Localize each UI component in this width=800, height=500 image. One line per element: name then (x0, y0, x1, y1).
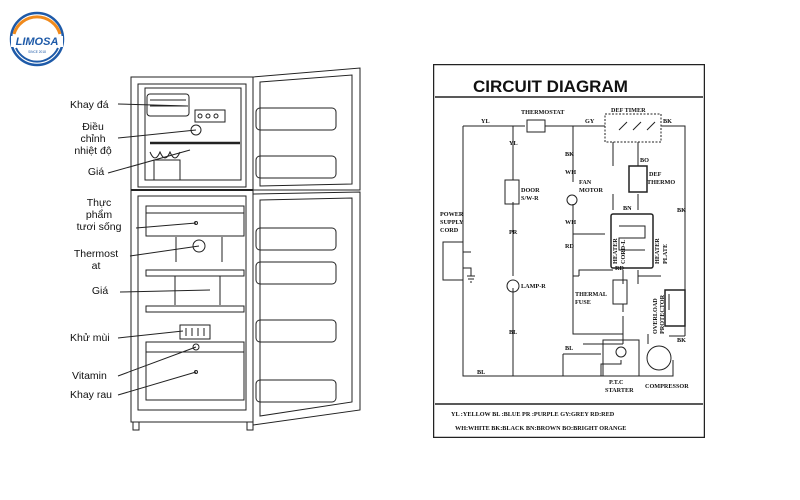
ptc-label: P.T.C (609, 379, 623, 386)
top-wire (463, 125, 686, 336)
label-thermostat: Thermost at (73, 248, 119, 272)
label-deodorizer: Khử mùi (70, 332, 110, 344)
label-fresh-food: Thực phẩm tươi sống (76, 197, 122, 233)
power-cord-label-2: SUPPLY (440, 219, 464, 226)
power-cord-label-3: CORD (440, 227, 459, 234)
fridge-door (252, 191, 361, 426)
def-timer-symbol (604, 113, 662, 143)
wire-wh: WH (565, 169, 576, 176)
lamp-symbol (506, 279, 520, 293)
logo-brand: LIMOSA (16, 36, 59, 48)
fan-motor-label-2: MOTOR (579, 187, 603, 194)
logo-tagline: SINCE 2018 (28, 50, 46, 54)
legend-line-1: YL :YELLOW BL :BLUE PR :PURPLE GY:GREY R… (451, 411, 615, 418)
heater-cord-label: HEATER (612, 238, 619, 264)
fan-motor-label: FAN (579, 179, 592, 186)
wire-yl: YL (481, 118, 490, 125)
heater-cord-label-2: CORD-L (620, 240, 627, 264)
freezer-door (252, 67, 361, 191)
temp-dial (190, 124, 202, 136)
wire-bk-4: BK (677, 337, 686, 344)
compressor-label: COMPRESSOR (645, 383, 689, 390)
wire-bk-3: BK (677, 207, 686, 214)
overload-label: OVERLOAD (652, 298, 659, 334)
def-thermo-symbol (628, 165, 648, 193)
overload-label-2: PROTECTOR (659, 294, 666, 334)
thermal-fuse-label-2: FUSE (575, 299, 591, 306)
thermostat-knob (192, 239, 206, 253)
thermostat-label: THERMOSTAT (521, 109, 565, 116)
thermal-fuse-symbol (612, 279, 628, 305)
power-cord-label: POWER (440, 211, 464, 218)
circuit-diagram-panel: CIRCUIT DIAGRAM THERMOSTAT DEF TIMER DEF… (433, 64, 705, 438)
heater-plate-label-2: PLATE (662, 244, 669, 264)
label-ice-tray: Khay đá (70, 99, 109, 111)
circuit-title: CIRCUIT DIAGRAM (473, 77, 628, 96)
compressor-symbol (646, 345, 672, 371)
def-timer-label: DEF TIMER (611, 107, 646, 114)
circuit-frame (433, 64, 705, 438)
door-switch-label: DOOR (521, 187, 540, 194)
wire-bl: BL (509, 329, 517, 336)
def-thermo-label-2: THERMO (647, 179, 675, 186)
label-shelf-top: Giá (87, 166, 105, 178)
wire-gy: GY (585, 118, 595, 125)
wire-rd: RD (565, 243, 574, 250)
wire-bo: BO (640, 157, 649, 164)
door-switch-label-2: S/W-R (521, 195, 539, 202)
wire-bl-3: BL (477, 369, 485, 376)
wire-yl-2: YL (509, 140, 518, 147)
def-thermo-label: DEF (649, 171, 662, 178)
lamp-label: LAMP-R (521, 283, 546, 290)
label-shelf-mid: Giá (91, 285, 109, 297)
door-switch-symbol (504, 179, 520, 205)
wire-bk-2: BK (565, 151, 574, 158)
ptc-label-2: STARTER (605, 387, 634, 394)
label-temp-control: Điều chỉnh nhiệt độ (74, 121, 112, 157)
power-cord-plug (442, 241, 464, 281)
ptc-starter-symbol (602, 339, 640, 377)
thermal-fuse-label: THERMAL (575, 291, 607, 298)
overload-protector-symbol (664, 289, 686, 327)
fan-motor-symbol (566, 194, 578, 206)
label-vitamin: Vitamin (72, 370, 107, 382)
thermostat-symbol (526, 119, 546, 133)
deodorizer-box (179, 324, 211, 340)
heater-symbol (610, 213, 654, 269)
legend-line-2: WH:WHITE BK:BLACK BN:BROWN BO:BRIGHT ORA… (455, 425, 626, 432)
wire-wh-2: WH (565, 219, 576, 226)
wire-bn: BN (623, 205, 632, 212)
wire-pr: PR (509, 229, 518, 236)
heater-plate-label: HEATER (654, 238, 661, 264)
fresh-food-drawer (145, 205, 245, 237)
limosa-logo: LIMOSA SINCE 2018 (9, 11, 65, 67)
fridge-cabinet (130, 76, 254, 423)
wire-bl-2: BL (565, 345, 573, 352)
vegetable-drawer (145, 341, 245, 401)
wire-rd-2: RD (615, 265, 624, 272)
wire-bk: BK (663, 118, 672, 125)
label-veg-tray: Khay rau (70, 389, 113, 401)
